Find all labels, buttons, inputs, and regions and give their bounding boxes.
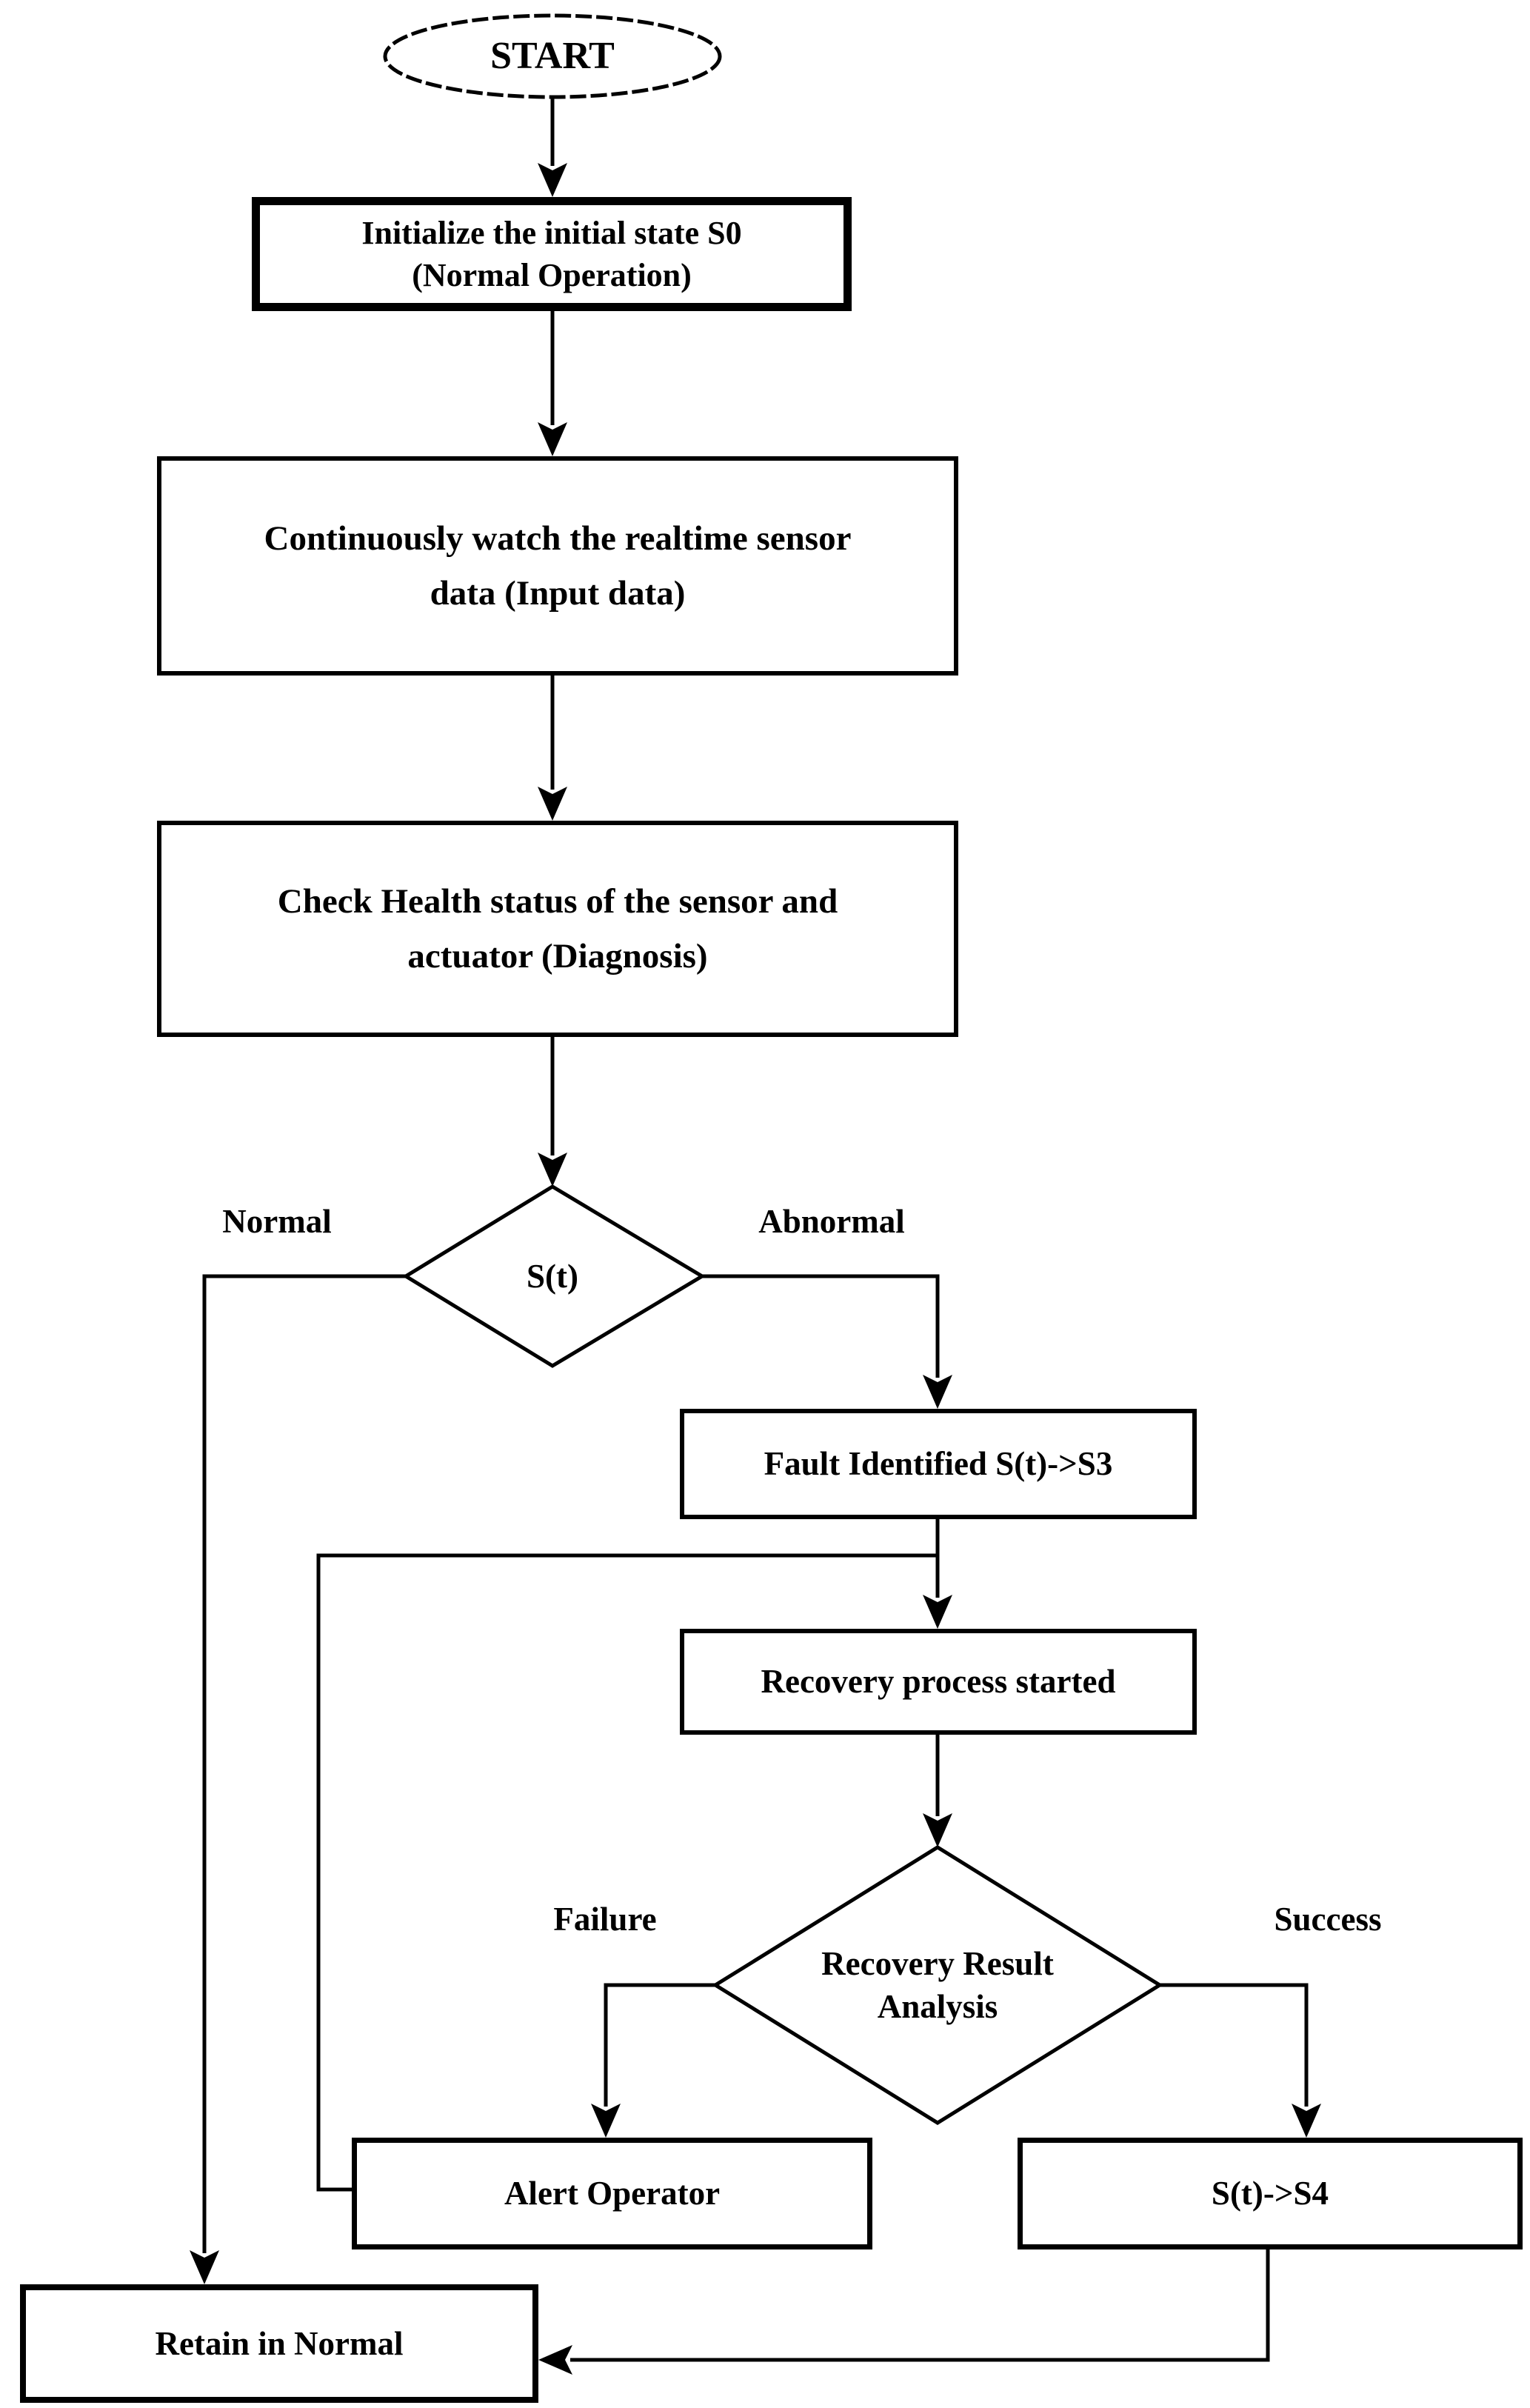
state-s4-text: S(t)->S4 [1211, 2175, 1329, 2212]
arrowhead-into-watch [538, 422, 567, 456]
state-decision-label: S(t) [478, 1248, 627, 1304]
connector-s4-to-retain [570, 2249, 1270, 2362]
branch-label-normal: Normal [188, 1198, 366, 1244]
branch-label-success: Success [1232, 1896, 1424, 1942]
process-initialize: Initialize the initial state S0 (Normal … [252, 197, 852, 311]
arrowhead-into-state-decision [538, 1153, 567, 1187]
process-watch-sensor: Continuously watch the realtime sensor d… [157, 456, 958, 676]
check-health-line-2: actuator (Diagnosis) [407, 937, 708, 975]
state-decision-text: S(t) [527, 1257, 578, 1295]
state-decision-diamond-shape [402, 1184, 706, 1368]
initialize-line-1: Initialize the initial state S0 [361, 214, 742, 251]
connector-failure-branch [604, 1983, 715, 2107]
start-terminator-label: START [385, 16, 720, 97]
arrowhead-into-fault [923, 1375, 952, 1409]
connector-success-branch [1160, 1983, 1309, 2107]
arrowhead-into-recovery-decision [923, 1813, 952, 1847]
recovery-decision-label: Recovery Result Analysis [752, 1933, 1123, 2037]
connector-normal-branch [202, 1274, 406, 2253]
arrowhead-into-retain-top [190, 2250, 219, 2284]
check-health-line-1: Check Health status of the sensor and [277, 881, 838, 921]
process-fault-identified: Fault Identified S(t)->S3 [680, 1409, 1197, 1519]
alert-operator-text: Alert Operator [504, 2175, 721, 2212]
abnormal-text: Abnormal [758, 1202, 905, 1240]
watch-sensor-line-2: data (Input data) [430, 574, 686, 613]
recovery-decision-line-2: Analysis [877, 1988, 998, 2025]
arrowhead-into-s4 [1292, 2104, 1321, 2138]
arrowhead-into-recovery [923, 1595, 952, 1629]
process-check-health: Check Health status of the sensor and ac… [157, 821, 958, 1037]
process-retain-normal: Retain in Normal [20, 2284, 538, 2403]
branch-label-abnormal: Abnormal [721, 1198, 943, 1244]
connector-alert-loopback [316, 1553, 938, 2192]
connector-abnormal-branch [702, 1274, 940, 1378]
recovery-decision-diamond-shape [712, 1845, 1163, 2125]
process-state-s4: S(t)->S4 [1018, 2138, 1523, 2249]
recovery-started-text: Recovery process started [761, 1663, 1116, 1701]
arrowhead-into-alert [591, 2104, 621, 2138]
retain-normal-text: Retain in Normal [155, 2324, 404, 2362]
start-text: START [490, 35, 615, 78]
initialize-line-2: (Normal Operation) [412, 257, 692, 293]
process-alert-operator: Alert Operator [352, 2138, 872, 2249]
normal-text: Normal [222, 1202, 332, 1240]
fault-identified-text: Fault Identified S(t)->S3 [764, 1445, 1113, 1483]
arrowhead-into-retain-right [538, 2345, 572, 2375]
watch-sensor-line-1: Continuously watch the realtime sensor [264, 518, 852, 558]
process-recovery-started: Recovery process started [680, 1629, 1197, 1735]
arrowhead-into-initialize [538, 163, 567, 197]
failure-text: Failure [553, 1900, 657, 1938]
branch-label-failure: Failure [516, 1896, 694, 1942]
success-text: Success [1274, 1900, 1382, 1938]
recovery-decision-line-1: Recovery Result [821, 1944, 1054, 1982]
arrowhead-into-check [538, 787, 567, 821]
